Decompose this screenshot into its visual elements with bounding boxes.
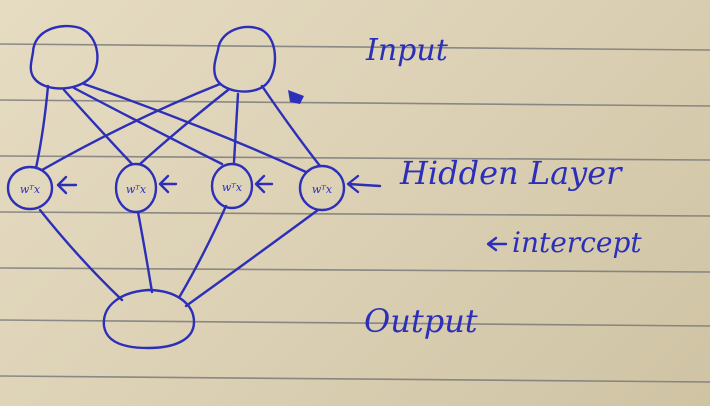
output-node (102, 288, 196, 350)
input-label: Input (365, 33, 449, 68)
input-node-2 (213, 25, 277, 93)
hidden-node-label: wᵀx (312, 183, 333, 196)
hidden-node-label: wᵀx (20, 183, 41, 196)
hidden-node-4: wᵀx (298, 164, 382, 212)
hidden-output-edges (38, 204, 320, 308)
hidden-layer-label: Hidden Layer (399, 154, 623, 192)
output-label: Output (364, 302, 478, 340)
input-hidden-edges (34, 82, 322, 174)
hidden-node-label: wᵀx (126, 183, 147, 196)
hidden-node-2: wᵀx (114, 162, 178, 214)
hidden-node-3: wᵀx (210, 162, 274, 210)
intercept-arrow-icon (486, 236, 508, 252)
ink-blot (288, 90, 304, 104)
input-node-1 (29, 24, 99, 90)
ruled-lines (0, 43, 710, 383)
intercept-label: intercept (512, 226, 642, 259)
hidden-node-1: wᵀx (6, 165, 78, 211)
hidden-node-label: wᵀx (222, 181, 243, 194)
